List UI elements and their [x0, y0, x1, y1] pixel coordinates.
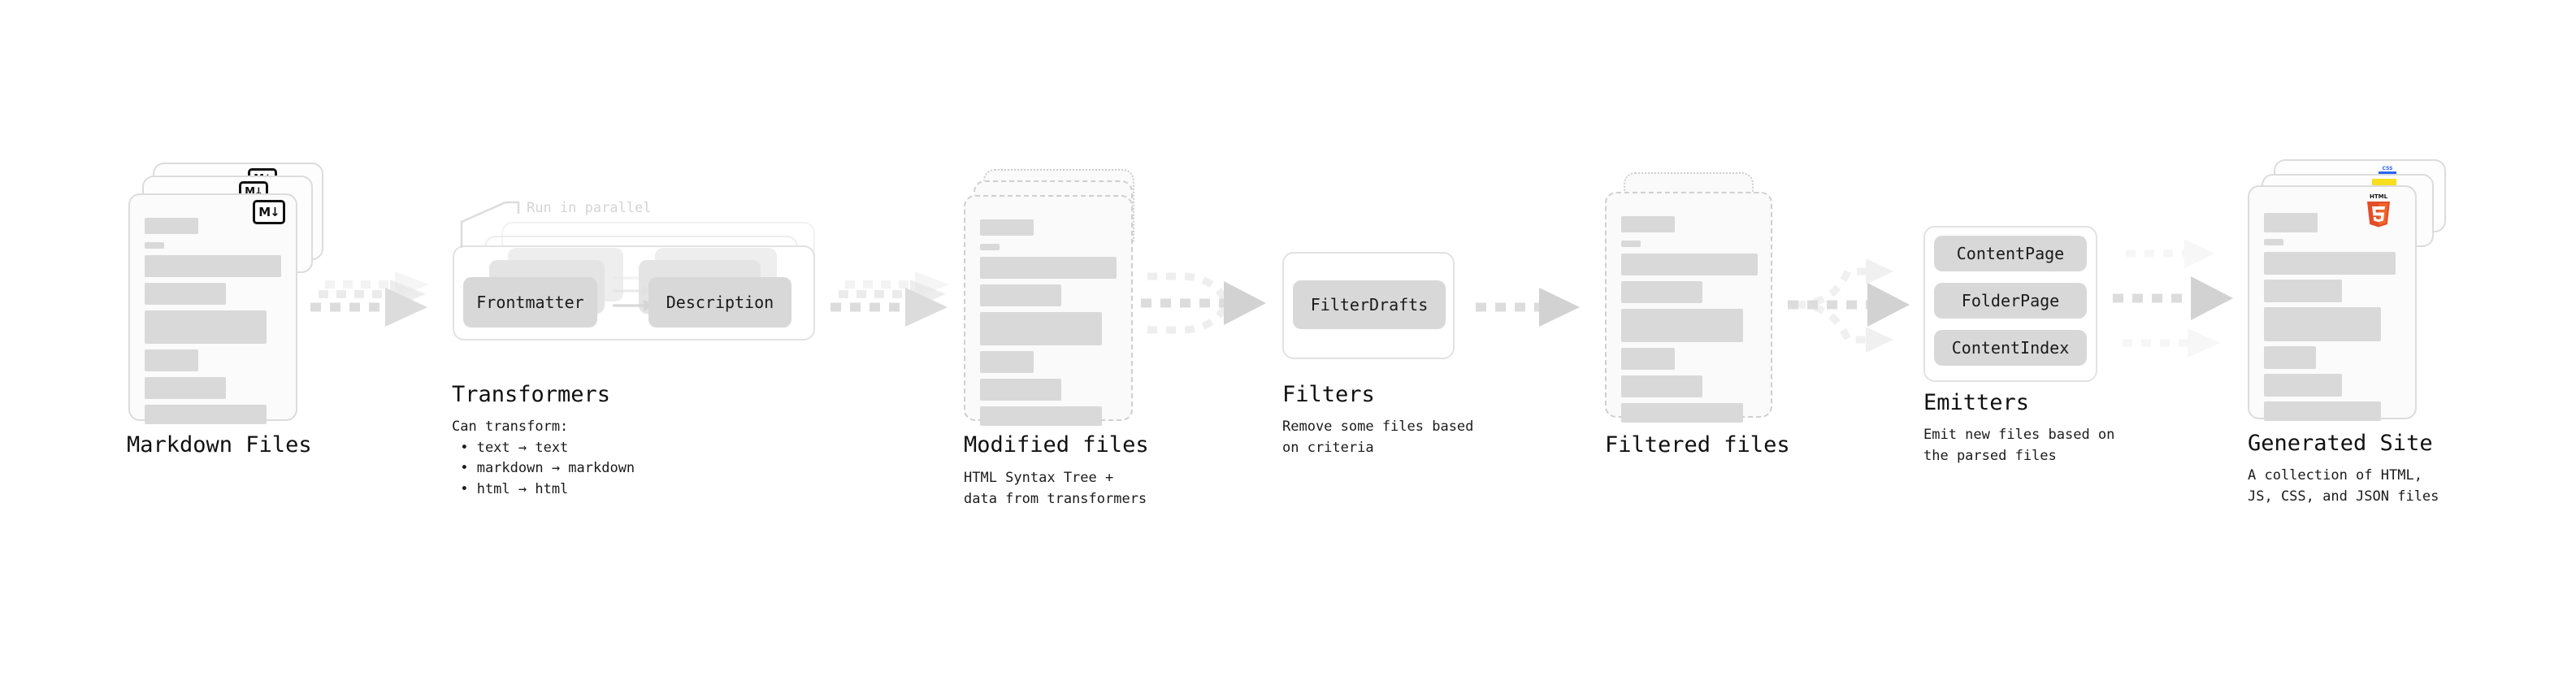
- arrow-right-icon: [1788, 258, 1910, 353]
- placeholder-bar: [2264, 401, 2381, 421]
- placeholder-bar: [2264, 307, 2381, 341]
- transformer-pill-frontmatter[interactable]: Frontmatter: [463, 277, 597, 327]
- placeholder-bar: [980, 284, 1061, 306]
- generated-card-placeholder-body: [2249, 187, 2415, 421]
- placeholder-bar: [980, 406, 1102, 426]
- placeholder-bar: [145, 242, 164, 249]
- placeholder-bar: [1621, 281, 1702, 303]
- placeholder-bar: [145, 377, 226, 399]
- placeholder-bar: [980, 379, 1061, 401]
- run-in-parallel-label: Run in parallel: [527, 200, 652, 216]
- markdown-icon: M↓: [253, 200, 285, 224]
- modified-card-front: [964, 195, 1133, 426]
- placeholder-bar: [980, 312, 1102, 345]
- placeholder-bar: [2264, 346, 2316, 369]
- stage-title-emitters: Emitters: [1923, 390, 2030, 415]
- html5-icon: HTML: [2367, 193, 2390, 228]
- placeholder-bar: [145, 405, 267, 424]
- placeholder-bar: [2264, 213, 2318, 232]
- placeholder-bar: [1621, 375, 1702, 397]
- transformer-pill-description[interactable]: Description: [648, 277, 791, 327]
- filter-pill-filterdrafts[interactable]: FilterDrafts: [1293, 280, 1446, 329]
- markdown-card-front: [128, 193, 297, 424]
- placeholder-bar: [145, 255, 281, 277]
- placeholder-bar: [1621, 241, 1641, 247]
- arrow-right-icon: [2113, 239, 2233, 358]
- placeholder-bar: [980, 219, 1034, 236]
- arrow-right-icon: [310, 271, 429, 327]
- placeholder-bar: [1621, 348, 1675, 370]
- emitter-pill-folderpage[interactable]: FolderPage: [1934, 283, 2087, 319]
- arrow-right-icon: [830, 271, 949, 327]
- modified-card-placeholder-body: [965, 197, 1131, 426]
- placeholder-bar: [145, 218, 198, 234]
- stage-title-filtered-files: Filtered files: [1605, 432, 1790, 458]
- placeholder-bar: [2264, 239, 2283, 245]
- stage-subtitle-generated-site: A collection of HTML, JS, CSS, and JSON …: [2248, 467, 2439, 505]
- stage-subtitle-emitters: Emit new files based on the parsed files: [1923, 427, 2115, 464]
- generated-card-front: [2248, 185, 2417, 421]
- emitter-pill-contentpage[interactable]: ContentPage: [1934, 236, 2087, 271]
- arrow-right-icon: [1476, 288, 1580, 327]
- placeholder-bar: [1621, 403, 1743, 423]
- placeholder-bar: [1621, 309, 1743, 342]
- stage-title-markdown-files: Markdown Files: [127, 432, 312, 458]
- placeholder-bar: [2264, 280, 2342, 302]
- placeholder-bar: [1621, 254, 1758, 275]
- stage-subtitle-modified-files: HTML Syntax Tree + data from transformer…: [964, 470, 1147, 507]
- placeholder-bar: [2264, 252, 2396, 275]
- placeholder-bar: [980, 257, 1117, 279]
- placeholder-bar: [145, 349, 198, 371]
- placeholder-bar: [145, 310, 267, 344]
- arrow-right-icon: [1141, 272, 1266, 334]
- stage-title-modified-files: Modified files: [964, 432, 1149, 458]
- placeholder-bar: [980, 244, 1000, 250]
- markdown-card-placeholder-body: [130, 195, 296, 424]
- filtered-card-front: [1605, 192, 1772, 423]
- stage-title-transformers: Transformers: [452, 382, 611, 407]
- run-in-parallel-bracket: [460, 201, 520, 248]
- placeholder-bar: [145, 283, 226, 305]
- stage-title-generated-site: Generated Site: [2248, 431, 2433, 456]
- emitter-pill-contentindex[interactable]: ContentIndex: [1934, 330, 2087, 366]
- filtered-card-placeholder-body: [1607, 193, 1771, 423]
- placeholder-bar: [1621, 216, 1675, 232]
- svg-text:CSS: CSS: [2383, 166, 2393, 171]
- stage-subtitle-transformers: Can transform: • text → text • markdown …: [452, 419, 635, 497]
- svg-text:HTML: HTML: [2370, 193, 2388, 200]
- stage-subtitle-filters: Remove some files based on criteria: [1282, 419, 1474, 456]
- placeholder-bar: [2264, 374, 2342, 397]
- placeholder-bar: [980, 351, 1034, 373]
- stage-title-filters: Filters: [1282, 382, 1375, 407]
- css3-icon: CSS: [2379, 166, 2396, 174]
